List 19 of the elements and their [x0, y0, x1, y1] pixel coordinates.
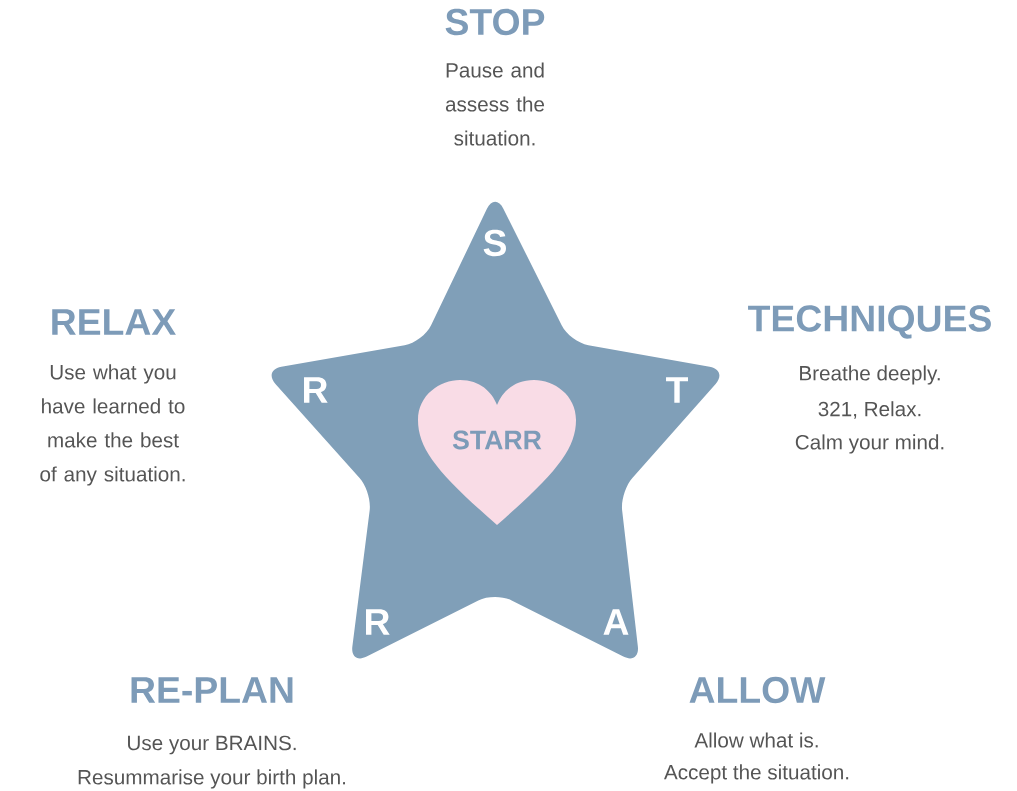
step-description: 321, Relax.	[818, 401, 921, 419]
step-description: Resummarise your birth plan.	[78, 769, 345, 789]
step-description: Accept the situation.	[664, 764, 849, 784]
step-heading: ALLOW	[689, 676, 826, 704]
step-heading: RE-PLAN	[131, 677, 293, 703]
step-heading: STOP	[445, 8, 545, 36]
star-letter: T	[666, 377, 688, 403]
step-description: Calm your mind.	[795, 434, 944, 454]
star-letter: A	[603, 609, 629, 635]
star-letter: S	[483, 229, 506, 257]
step-description: Pause and assess the situation.	[445, 62, 545, 146]
star-letter: R	[304, 377, 328, 403]
step-heading: RELAX	[52, 309, 176, 335]
step-description: Breathe deeply.	[800, 365, 940, 385]
step-description: Use your BRAINS.	[128, 735, 296, 755]
star-letter: R	[366, 609, 390, 635]
step-heading: TECHNIQUES	[748, 305, 991, 339]
step-description: Allow what is.	[694, 732, 818, 748]
step-description: Use what you have learned to make the best of any situation.	[40, 364, 185, 486]
